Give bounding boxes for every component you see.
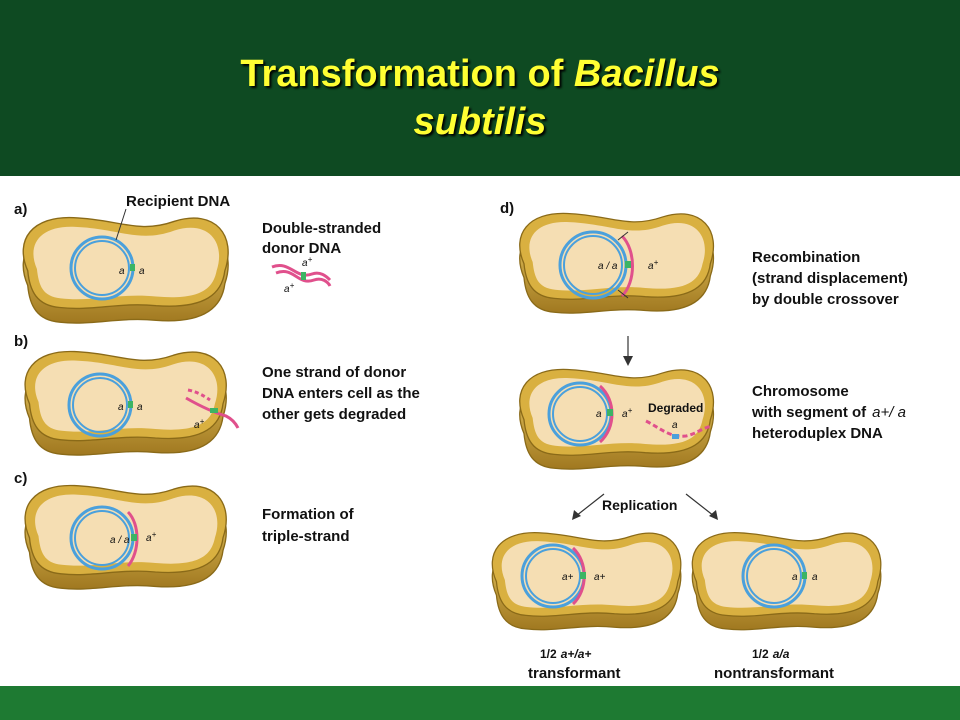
panel-d-mid-gene-mark xyxy=(607,409,613,416)
panel-c-letter: c) xyxy=(14,470,27,487)
panel-a-cell xyxy=(22,216,229,324)
nontransformant-label: nontransformant xyxy=(714,665,834,682)
panel-d-letter: d) xyxy=(500,200,514,217)
panel-a-donor-dna xyxy=(271,264,332,287)
slide-footer-bar xyxy=(0,686,960,720)
recipient-dna-pointer xyxy=(115,208,127,241)
panel-d-mid-caption-1: Chromosome xyxy=(752,383,849,400)
panel-d-caption-3: by double crossover xyxy=(752,291,899,308)
panel-a-gene-right: a xyxy=(139,266,145,277)
panel-c-caption-1: Formation of xyxy=(262,506,355,523)
title-prefix: Transformation of xyxy=(240,53,574,95)
transformant-gene-left: a+ xyxy=(562,572,574,583)
panel-b-caption-3: other gets degraded xyxy=(262,406,406,423)
panel-d-top-donor-strand xyxy=(620,234,634,298)
panel-b-caption-2: DNA enters cell as the xyxy=(262,385,420,402)
crossover-marks xyxy=(617,231,629,299)
panel-c-gene-mark xyxy=(131,534,137,541)
panel-d-top-gene-pair: a / a xyxy=(598,261,618,272)
panel-d-top-donor-gene: a+ xyxy=(648,258,659,272)
nontransformant-gene-left: a xyxy=(792,572,798,583)
panel-c-gene-pair: a / a xyxy=(110,535,130,546)
panel-d-top-gene-mark xyxy=(625,261,631,268)
panel-a-donor-gene-top: a+ xyxy=(302,255,313,269)
panel-b-gene-mark xyxy=(128,401,133,408)
panel-a-gene-mark xyxy=(130,264,135,271)
degraded-label: Degraded xyxy=(648,401,703,415)
panel-b-gene-left: a xyxy=(118,402,124,413)
nontransformant-gene-right: a xyxy=(812,572,818,583)
transformant-gene-right: a+ xyxy=(594,572,606,583)
panel-a-caption-2: donor DNA xyxy=(262,240,341,257)
panel-c-caption-2: triple-strand xyxy=(262,528,350,545)
replication-arrow-right xyxy=(685,493,715,517)
transformant-cell xyxy=(491,532,682,631)
panel-c-donor-gene: a+ xyxy=(146,530,157,544)
panel-d-mid-caption-3: heteroduplex DNA xyxy=(752,425,883,442)
panel-b-caption-1: One strand of donor xyxy=(262,364,406,381)
panel-d-mid-gene-right: a+ xyxy=(622,406,633,420)
panel-a-donor-gene-bottom: a+ xyxy=(284,281,295,295)
recipient-dna-label: Recipient DNA xyxy=(126,193,230,210)
panel-a-letter: a) xyxy=(14,201,27,218)
panel-a-caption-1: Double-stranded xyxy=(262,220,381,237)
title-genus: Bacillus xyxy=(573,53,720,95)
replication-label: Replication xyxy=(602,497,677,513)
panel-b-letter: b) xyxy=(14,333,28,350)
transformation-diagram: a) a a Recipient DNA Double-stranded don… xyxy=(0,176,960,686)
degraded-gene: a xyxy=(672,420,678,431)
title-species: subtilis xyxy=(413,101,547,143)
transformant-label: transformant xyxy=(528,665,621,682)
panel-b-donor-dna xyxy=(185,388,240,429)
panel-d-mid-gene-left: a xyxy=(596,409,602,420)
panel-d-caption-1: Recombination xyxy=(752,249,860,266)
panel-b-gene-right: a xyxy=(137,402,143,413)
slide-header xyxy=(0,0,960,176)
panel-b-donor-gene: a+ xyxy=(194,417,205,431)
panel-a-gene-left: a xyxy=(119,266,125,277)
slide-title: Transformation of Bacillus subtilis xyxy=(0,50,960,146)
degraded-strand xyxy=(645,419,713,438)
panel-d-caption-2: (strand displacement) xyxy=(752,270,908,287)
replication-arrow-left xyxy=(575,493,605,517)
